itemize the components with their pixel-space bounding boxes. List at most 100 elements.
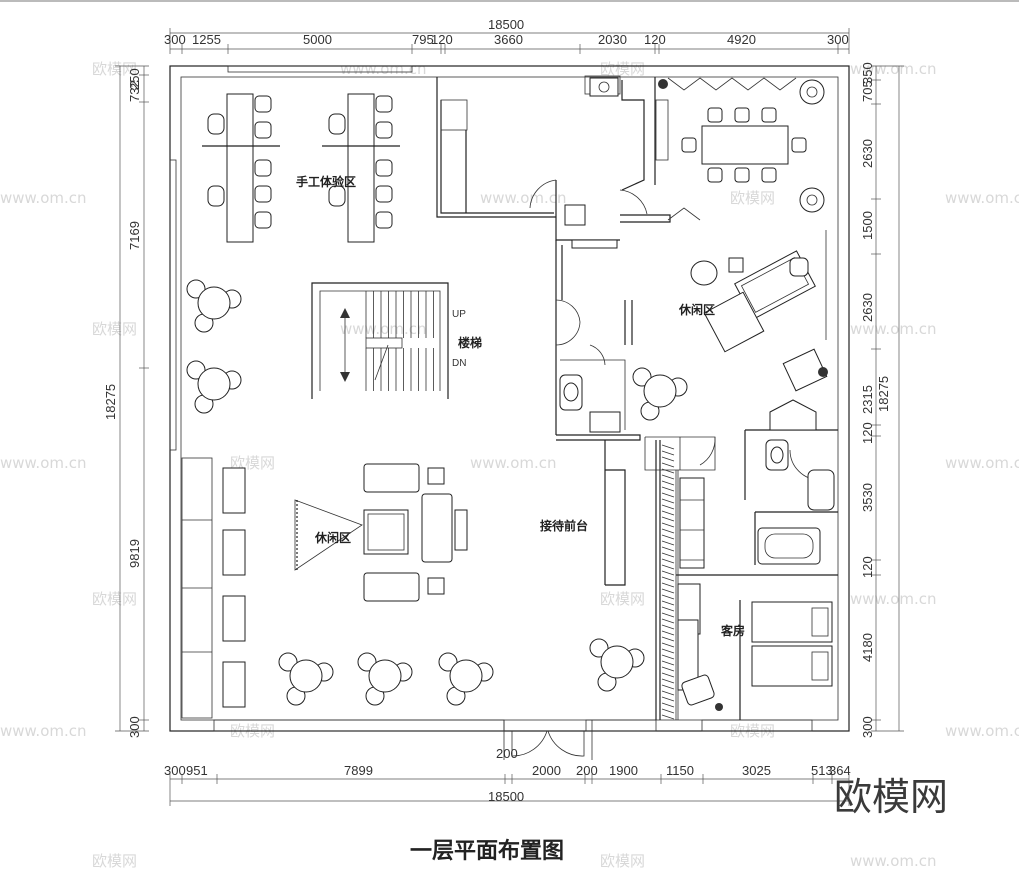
label-guest-room: 客房 <box>720 623 745 638</box>
exterior-walls <box>169 65 850 732</box>
round-table-set <box>186 360 242 414</box>
bed <box>751 601 833 643</box>
watermark-url: www.om.cn <box>850 852 937 870</box>
watermark-text: 欧模网 <box>92 320 137 338</box>
round-tables <box>186 279 688 706</box>
dim-label: 300 <box>164 32 186 47</box>
bathroom-fixtures <box>559 77 835 565</box>
coffee-table <box>363 509 409 555</box>
drawing-title: 一层平面布置图 <box>410 838 564 864</box>
side-cabinet <box>454 509 468 551</box>
bathtub <box>757 527 821 565</box>
watermark-url: www.om.cn <box>340 60 427 78</box>
dim-label: 120 <box>644 32 666 47</box>
dimension-right: 350 705 2630 1500 2630 2315 120 3530 120… <box>860 62 904 738</box>
watermark-text: 欧模网 <box>730 189 775 207</box>
watermark-url: www.om.cn <box>470 454 557 472</box>
dim-label: 4180 <box>860 633 875 662</box>
watermark-url: www.om.cn <box>945 722 1019 740</box>
dim-label: 1255 <box>192 32 221 47</box>
watermark-url: www.om.cn <box>0 189 87 207</box>
round-table-set <box>186 279 242 333</box>
dimension-top: 18500 300 1255 5000 795 120 3660 2030 12… <box>164 17 850 54</box>
label-reception: 接待前台 <box>540 518 588 533</box>
dim-label: 300 <box>827 32 849 47</box>
right-lounge-furniture <box>690 230 828 431</box>
dim-label: 250 <box>127 68 142 90</box>
dim-label: 200 <box>496 746 518 761</box>
watermark-url: www.om.cn <box>0 722 87 740</box>
watermark-url: www.om.cn <box>480 189 567 207</box>
label-lounge-left: 休闲区 <box>314 530 351 545</box>
dim-label: 120 <box>431 32 453 47</box>
watermark-text: 欧模网 <box>600 590 645 608</box>
dim-label: 300 <box>164 763 186 778</box>
left-niches <box>181 457 246 719</box>
dim-label: 120 <box>860 422 875 444</box>
dim-label: 2630 <box>860 139 875 168</box>
watermark-text: 欧模网 <box>600 852 645 870</box>
dim-label: 7169 <box>127 221 142 250</box>
guest-room-furniture <box>677 583 833 711</box>
craft-table <box>347 93 375 243</box>
dim-label: 9819 <box>127 539 142 568</box>
dim-label: 3660 <box>494 32 523 47</box>
dim-label: 2030 <box>598 32 627 47</box>
dim-label: 705 <box>860 80 875 102</box>
dimension-bottom: 200 300 951 7899 2000 200 1900 1150 3025… <box>164 746 851 806</box>
side-table <box>427 467 445 485</box>
dim-label: 2315 <box>860 385 875 414</box>
round-table-set <box>438 652 494 706</box>
room-labels: 手工体验区 楼梯 UP DN 休闲区 休闲区 接待前台 客房 <box>296 174 745 638</box>
dim-label: 120 <box>860 556 875 578</box>
dim-label: 3025 <box>742 763 771 778</box>
dim-label: 350 <box>860 62 875 84</box>
dim-label: 513 <box>811 763 833 778</box>
dim-label: 732 <box>127 80 142 102</box>
reception-area <box>661 444 705 720</box>
label-lounge-right: 休闲区 <box>678 302 715 317</box>
watermark-text: 欧模网 <box>92 60 137 78</box>
watermark-url: www.om.cn <box>850 60 937 78</box>
watermark-url: www.om.cn <box>850 590 937 608</box>
round-table-set <box>278 652 334 706</box>
watermark-text: 欧模网 <box>600 60 645 78</box>
watermark-text: 欧模网 <box>92 852 137 870</box>
dim-label: 951 <box>186 763 208 778</box>
label-stairs: 楼梯 <box>458 335 482 350</box>
label-stair-up: UP <box>452 309 466 320</box>
dim-label: 300 <box>860 716 875 738</box>
watermark-url: www.om.cn <box>850 320 937 338</box>
meeting-table <box>701 125 789 165</box>
dim-bottom-total: 18500 <box>488 789 524 804</box>
lounge-sofa <box>703 291 765 353</box>
round-table-set <box>589 638 645 692</box>
dim-label: 4920 <box>727 32 756 47</box>
sofa <box>363 463 420 493</box>
dim-label: 1500 <box>860 211 875 240</box>
watermark-url: www.om.cn <box>945 454 1019 472</box>
dim-label: 1900 <box>609 763 638 778</box>
brand-logo: 欧模网 <box>834 775 948 819</box>
dim-label: 200 <box>576 763 598 778</box>
armchair <box>782 348 828 392</box>
watermark-url: www.om.cn <box>945 189 1019 207</box>
watermark-layer: 欧模网 www.om.cn 欧模网 www.om.cn www.om.cn ww… <box>0 60 1019 870</box>
dim-label: 2000 <box>532 763 561 778</box>
dim-label: 7899 <box>344 763 373 778</box>
craft-table <box>226 93 254 243</box>
dim-left-total: 18275 <box>103 384 118 420</box>
dim-label: 795 <box>412 32 434 47</box>
dim-label: 364 <box>829 763 851 778</box>
entrance-door <box>503 720 593 760</box>
dim-top-total: 18500 <box>488 17 524 32</box>
side-table <box>427 577 445 595</box>
round-table-set <box>357 652 413 706</box>
meeting-area <box>658 77 825 221</box>
watermark-text: 欧模网 <box>92 590 137 608</box>
label-craft-area: 手工体验区 <box>296 174 356 189</box>
label-stair-down: DN <box>452 358 466 369</box>
watermark-url: www.om.cn <box>340 320 427 338</box>
dim-right-total: 18275 <box>876 376 891 412</box>
